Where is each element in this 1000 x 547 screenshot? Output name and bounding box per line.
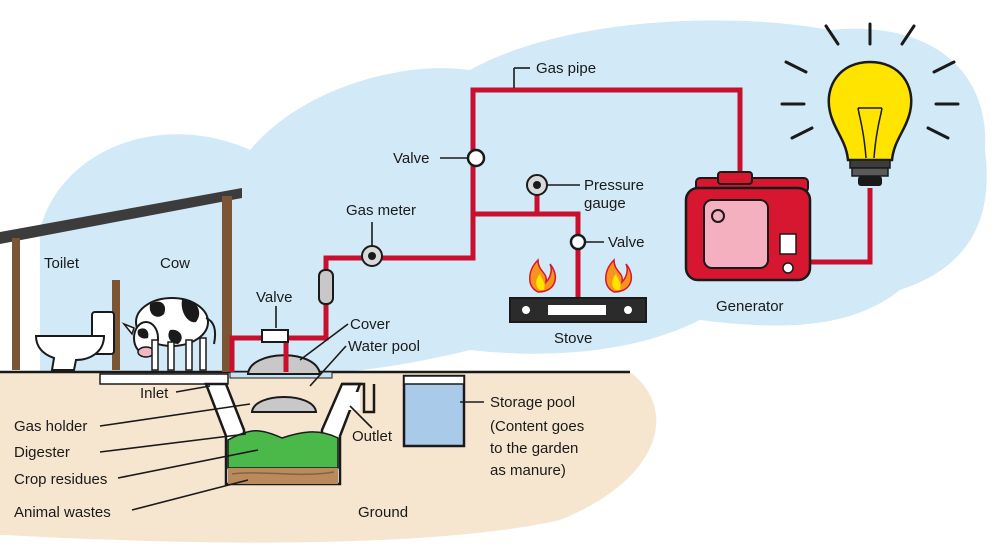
label-inlet: Inlet — [140, 385, 169, 402]
label-pressure-gauge-1: Pressure — [584, 177, 644, 194]
flame-icon-right — [605, 258, 633, 293]
label-storage-pool-4: as manure) — [490, 462, 566, 479]
label-storage-pool-3: to the garden — [490, 440, 578, 457]
shed — [0, 188, 242, 372]
stove-icon — [509, 297, 647, 323]
storage-pool — [402, 374, 466, 448]
valve-top-icon — [466, 148, 486, 168]
inlet-channel — [99, 373, 229, 385]
leader-lines — [99, 67, 604, 511]
label-valve-left: Valve — [256, 289, 292, 306]
sky-background — [40, 20, 987, 376]
gas-holder-dome — [250, 396, 318, 413]
label-cow: Cow — [160, 255, 190, 272]
label-gas-holder: Gas holder — [14, 418, 87, 435]
label-gas-meter: Gas meter — [346, 202, 416, 219]
label-animal-wastes: Animal wastes — [14, 504, 111, 521]
label-valve-stove: Valve — [608, 234, 644, 251]
outlet-chamber — [342, 382, 376, 414]
valve-left-icon — [261, 329, 289, 343]
label-storage-pool-1: Storage pool — [490, 394, 575, 411]
label-valve-top: Valve — [393, 150, 429, 167]
label-gas-pipe: Gas pipe — [536, 60, 596, 77]
label-pressure-gauge-2: gauge — [584, 195, 626, 212]
cow-icon — [121, 297, 216, 371]
label-cover: Cover — [350, 316, 390, 333]
toilet-icon — [34, 311, 115, 371]
light-bulb-icon — [780, 22, 960, 186]
label-stove: Stove — [554, 330, 592, 347]
label-ground: Ground — [358, 504, 408, 521]
label-storage-pool-2: (Content goes — [490, 418, 584, 435]
valve-stove-icon — [569, 233, 587, 251]
digester — [204, 382, 362, 486]
label-digester: Digester — [14, 444, 70, 461]
label-outlet: Outlet — [352, 428, 393, 445]
gas-pipe-network — [229, 87, 873, 372]
pressure-gauge-icon — [526, 174, 548, 196]
label-water-pool: Water pool — [348, 338, 420, 355]
flame-icon-left — [529, 258, 557, 293]
label-generator: Generator — [716, 298, 784, 315]
label-crop-residues: Crop residues — [14, 471, 107, 488]
label-toilet: Toilet — [44, 255, 80, 272]
generator-icon — [684, 171, 812, 282]
